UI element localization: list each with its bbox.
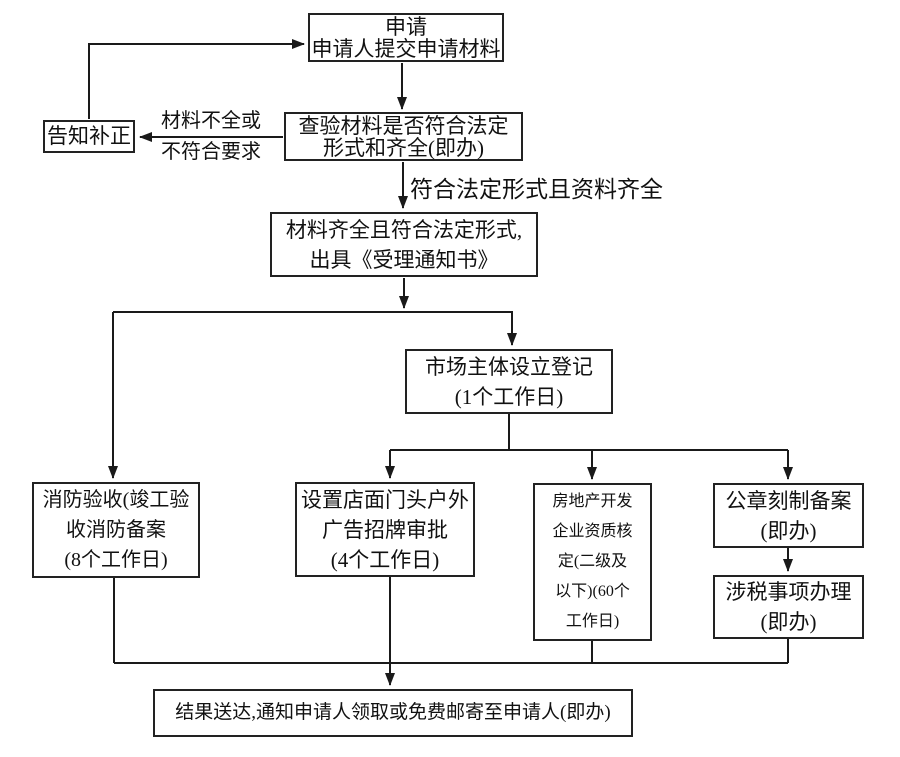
node-text-line: 房地产开发 (552, 493, 633, 510)
node-fire-inspection: 消防验收(竣工验收消防备案 (8个工作日) (32, 482, 200, 578)
node-text-line: 申请人提交申请材料 (311, 36, 501, 61)
node-text-line: 收消防备案 (66, 519, 166, 541)
node-text-line: 形式和齐全(即办) (323, 135, 484, 160)
label-text-line: 不符合要求 (161, 141, 261, 163)
label-text-line: 符合法定形式且资料齐全 (410, 177, 663, 202)
node-text-line: 以下)(60个 (555, 583, 630, 600)
node-signboard-approval: 设置店面门头户外广告招牌审批 (4个工作日) (295, 482, 475, 577)
node-market-registration: 市场主体设立登记 (1个工作日) (405, 349, 613, 414)
node-text-line: 查验材料是否符合法定 (298, 113, 509, 138)
node-result-delivery: 结果送达,通知申请人领取或免费邮寄至申请人(即办) (153, 689, 633, 737)
node-check-materials: 查验材料是否符合法定形式和齐全(即办) (284, 112, 523, 161)
node-estate-qualification: 房地产开发企业资质核定(二级及以下)(60个工作日) (533, 483, 652, 641)
node-text-line: (4个工作日) (330, 547, 440, 572)
node-text-line: 告知补正 (47, 124, 131, 148)
node-text-line: (即办) (760, 518, 817, 543)
branch-label-incomplete: 材料不全或不符合要求 (146, 106, 276, 168)
node-text-line: 消防验收(竣工验 (42, 489, 190, 511)
node-issue-acceptance: 材料齐全且符合法定形式, 出具《受理通知书》 (270, 212, 538, 277)
node-text-line: 企业资质核 (552, 523, 633, 540)
node-notify-correction: 告知补正 (43, 120, 135, 153)
node-text-line: (1个工作日) (454, 384, 564, 409)
node-text-line: 结果送达,通知申请人领取或免费邮寄至申请人(即办) (175, 702, 611, 723)
edge-notify-to-apply (88, 39, 305, 119)
node-seal-filing: 公章刻制备案 (即办) (713, 483, 864, 548)
node-text-line: 市场主体设立登记 (425, 354, 593, 379)
node-text-line: 设置店面门头户外 (301, 487, 469, 512)
node-text-line: 出具《受理通知书》 (309, 247, 499, 272)
branch-label-qualified: 符合法定形式且资料齐全 (410, 178, 690, 202)
node-text-line: (即办) (760, 610, 817, 634)
node-text-line: 涉税事项办理 (725, 580, 852, 604)
node-text-line: 广告招牌审批 (322, 517, 448, 542)
node-text-line: 工作日) (565, 613, 620, 630)
node-text-line: 定(二级及 (557, 553, 628, 570)
node-text-line: 材料齐全且符合法定形式, (285, 217, 523, 242)
node-text-line: 申请 (385, 14, 427, 39)
label-text-line: 材料不全或 (161, 110, 261, 132)
node-apply: 申请申请人提交申请材料 (308, 13, 504, 62)
node-tax-matters: 涉税事项办理 (即办) (713, 575, 864, 639)
node-text-line: 公章刻制备案 (725, 488, 852, 513)
node-text-line: (8个工作日) (64, 549, 168, 571)
